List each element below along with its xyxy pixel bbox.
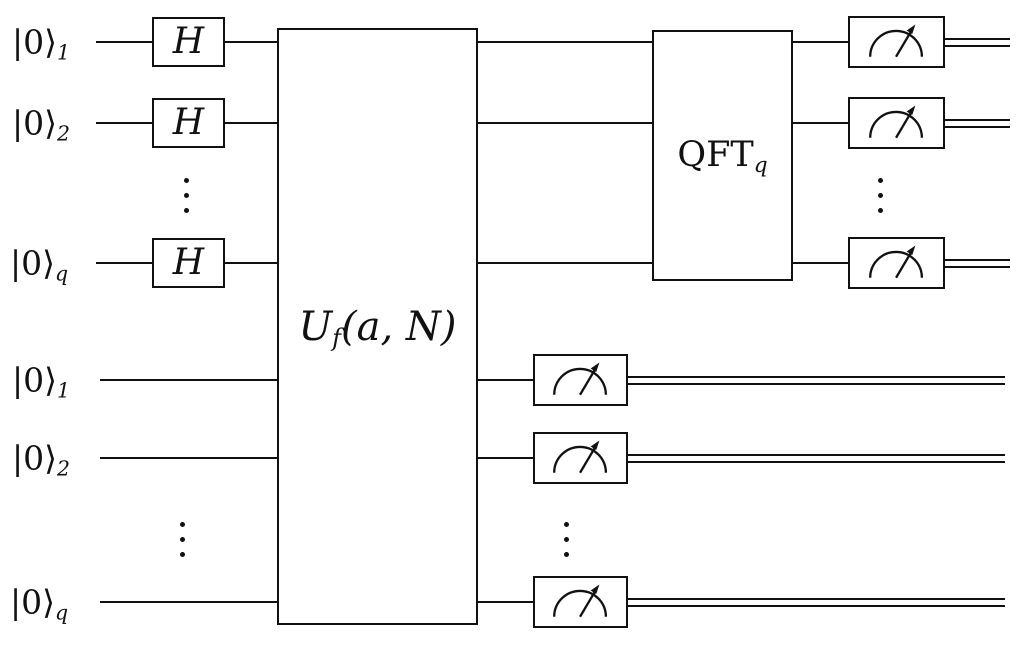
measurement-gate bbox=[848, 237, 945, 289]
qubit-wire bbox=[96, 262, 152, 264]
qubit-wire bbox=[793, 262, 848, 264]
qubit-wire bbox=[478, 601, 533, 603]
ellipsis-icon bbox=[878, 178, 883, 213]
measurement-gate bbox=[848, 16, 945, 68]
qubit-label: |0⟩q bbox=[10, 243, 69, 286]
classical-wire bbox=[945, 259, 1010, 268]
qubit-label: |0⟩q bbox=[10, 582, 69, 625]
gauge-icon bbox=[553, 362, 608, 396]
ellipsis-icon bbox=[184, 178, 189, 213]
qubit-wire bbox=[96, 122, 152, 124]
qubit-wire bbox=[100, 379, 277, 381]
hadamard-gate-label: H bbox=[172, 102, 205, 143]
qubit-wire bbox=[478, 41, 652, 43]
qubit-wire bbox=[793, 122, 848, 124]
ellipsis-icon bbox=[564, 522, 569, 557]
hadamard-gate: H bbox=[152, 98, 225, 148]
hadamard-gate: H bbox=[152, 238, 225, 288]
measurement-gate bbox=[533, 576, 628, 628]
gauge-icon bbox=[869, 245, 924, 279]
classical-wire bbox=[945, 119, 1010, 128]
qubit-wire bbox=[100, 601, 277, 603]
qubit-wire bbox=[793, 41, 848, 43]
qubit-wire bbox=[96, 41, 152, 43]
qubit-wire bbox=[478, 122, 652, 124]
uf-modular-exponentiation-gate: Uf(a, N) bbox=[277, 28, 478, 625]
qubit-wire bbox=[100, 457, 277, 459]
gauge-icon bbox=[869, 24, 924, 58]
qubit-wire bbox=[478, 457, 533, 459]
qft-gate-label: QFTq bbox=[677, 135, 768, 179]
qubit-label: |0⟩1 bbox=[12, 360, 71, 403]
classical-wire bbox=[628, 376, 1005, 385]
hadamard-gate-label: H bbox=[172, 21, 205, 62]
classical-wire bbox=[628, 454, 1005, 463]
qubit-wire bbox=[225, 122, 277, 124]
qubit-wire bbox=[478, 262, 652, 264]
classical-wire bbox=[628, 598, 1005, 607]
qft-gate: QFTq bbox=[652, 30, 793, 281]
qubit-label: |0⟩1 bbox=[12, 22, 71, 65]
gauge-icon bbox=[553, 584, 608, 618]
gauge-icon bbox=[553, 440, 608, 474]
hadamard-gate: H bbox=[152, 17, 225, 67]
qubit-label: |0⟩2 bbox=[12, 438, 71, 481]
qubit-wire bbox=[225, 41, 277, 43]
qubit-wire bbox=[225, 262, 277, 264]
measurement-gate bbox=[533, 354, 628, 406]
ellipsis-icon bbox=[180, 522, 185, 557]
classical-wire bbox=[945, 38, 1010, 47]
gauge-icon bbox=[869, 105, 924, 139]
hadamard-gate-label: H bbox=[172, 242, 205, 283]
uf-gate-label: Uf(a, N) bbox=[298, 303, 457, 353]
measurement-gate bbox=[848, 97, 945, 149]
qubit-label: |0⟩2 bbox=[12, 103, 71, 146]
measurement-gate bbox=[533, 432, 628, 484]
qubit-wire bbox=[478, 379, 533, 381]
